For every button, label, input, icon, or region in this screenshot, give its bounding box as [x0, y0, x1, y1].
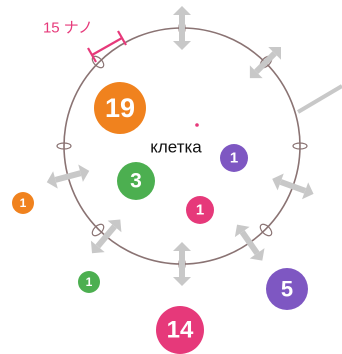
particle-3: 3 [117, 162, 155, 200]
particle-19-count: 19 [105, 93, 135, 123]
cell-center-dot [195, 123, 199, 127]
particle-19: 19 [94, 82, 146, 134]
arrow-top-right [244, 41, 288, 85]
particle-14-count: 14 [167, 317, 194, 344]
particle-3-count: 3 [130, 170, 142, 193]
scale-bar-label: 15 ナノ [43, 20, 93, 37]
particle-1-orange-outside-count: 1 [20, 196, 27, 210]
particle-5-count: 5 [281, 277, 293, 302]
particle-5: 5 [266, 268, 308, 310]
pointer-line [298, 86, 342, 112]
arrow-left [44, 162, 91, 191]
particle-14: 14 [156, 306, 204, 354]
particle-1-pink-inside-count: 1 [196, 202, 204, 219]
particle-1-pink-inside: 1 [186, 196, 214, 224]
arrow-right [269, 170, 317, 202]
particle-1-green-outside: 1 [78, 271, 100, 293]
cell-label: клетка [150, 138, 202, 157]
arrow-bottom-right [230, 219, 270, 265]
particle-1-purple-inside-count: 1 [230, 150, 238, 167]
particle-1-orange-outside: 1 [12, 192, 34, 214]
particle-1-purple-inside: 1 [220, 144, 248, 172]
scale-bar: 15 ナノ [43, 20, 126, 63]
particle-1-green-outside-count: 1 [86, 275, 93, 289]
